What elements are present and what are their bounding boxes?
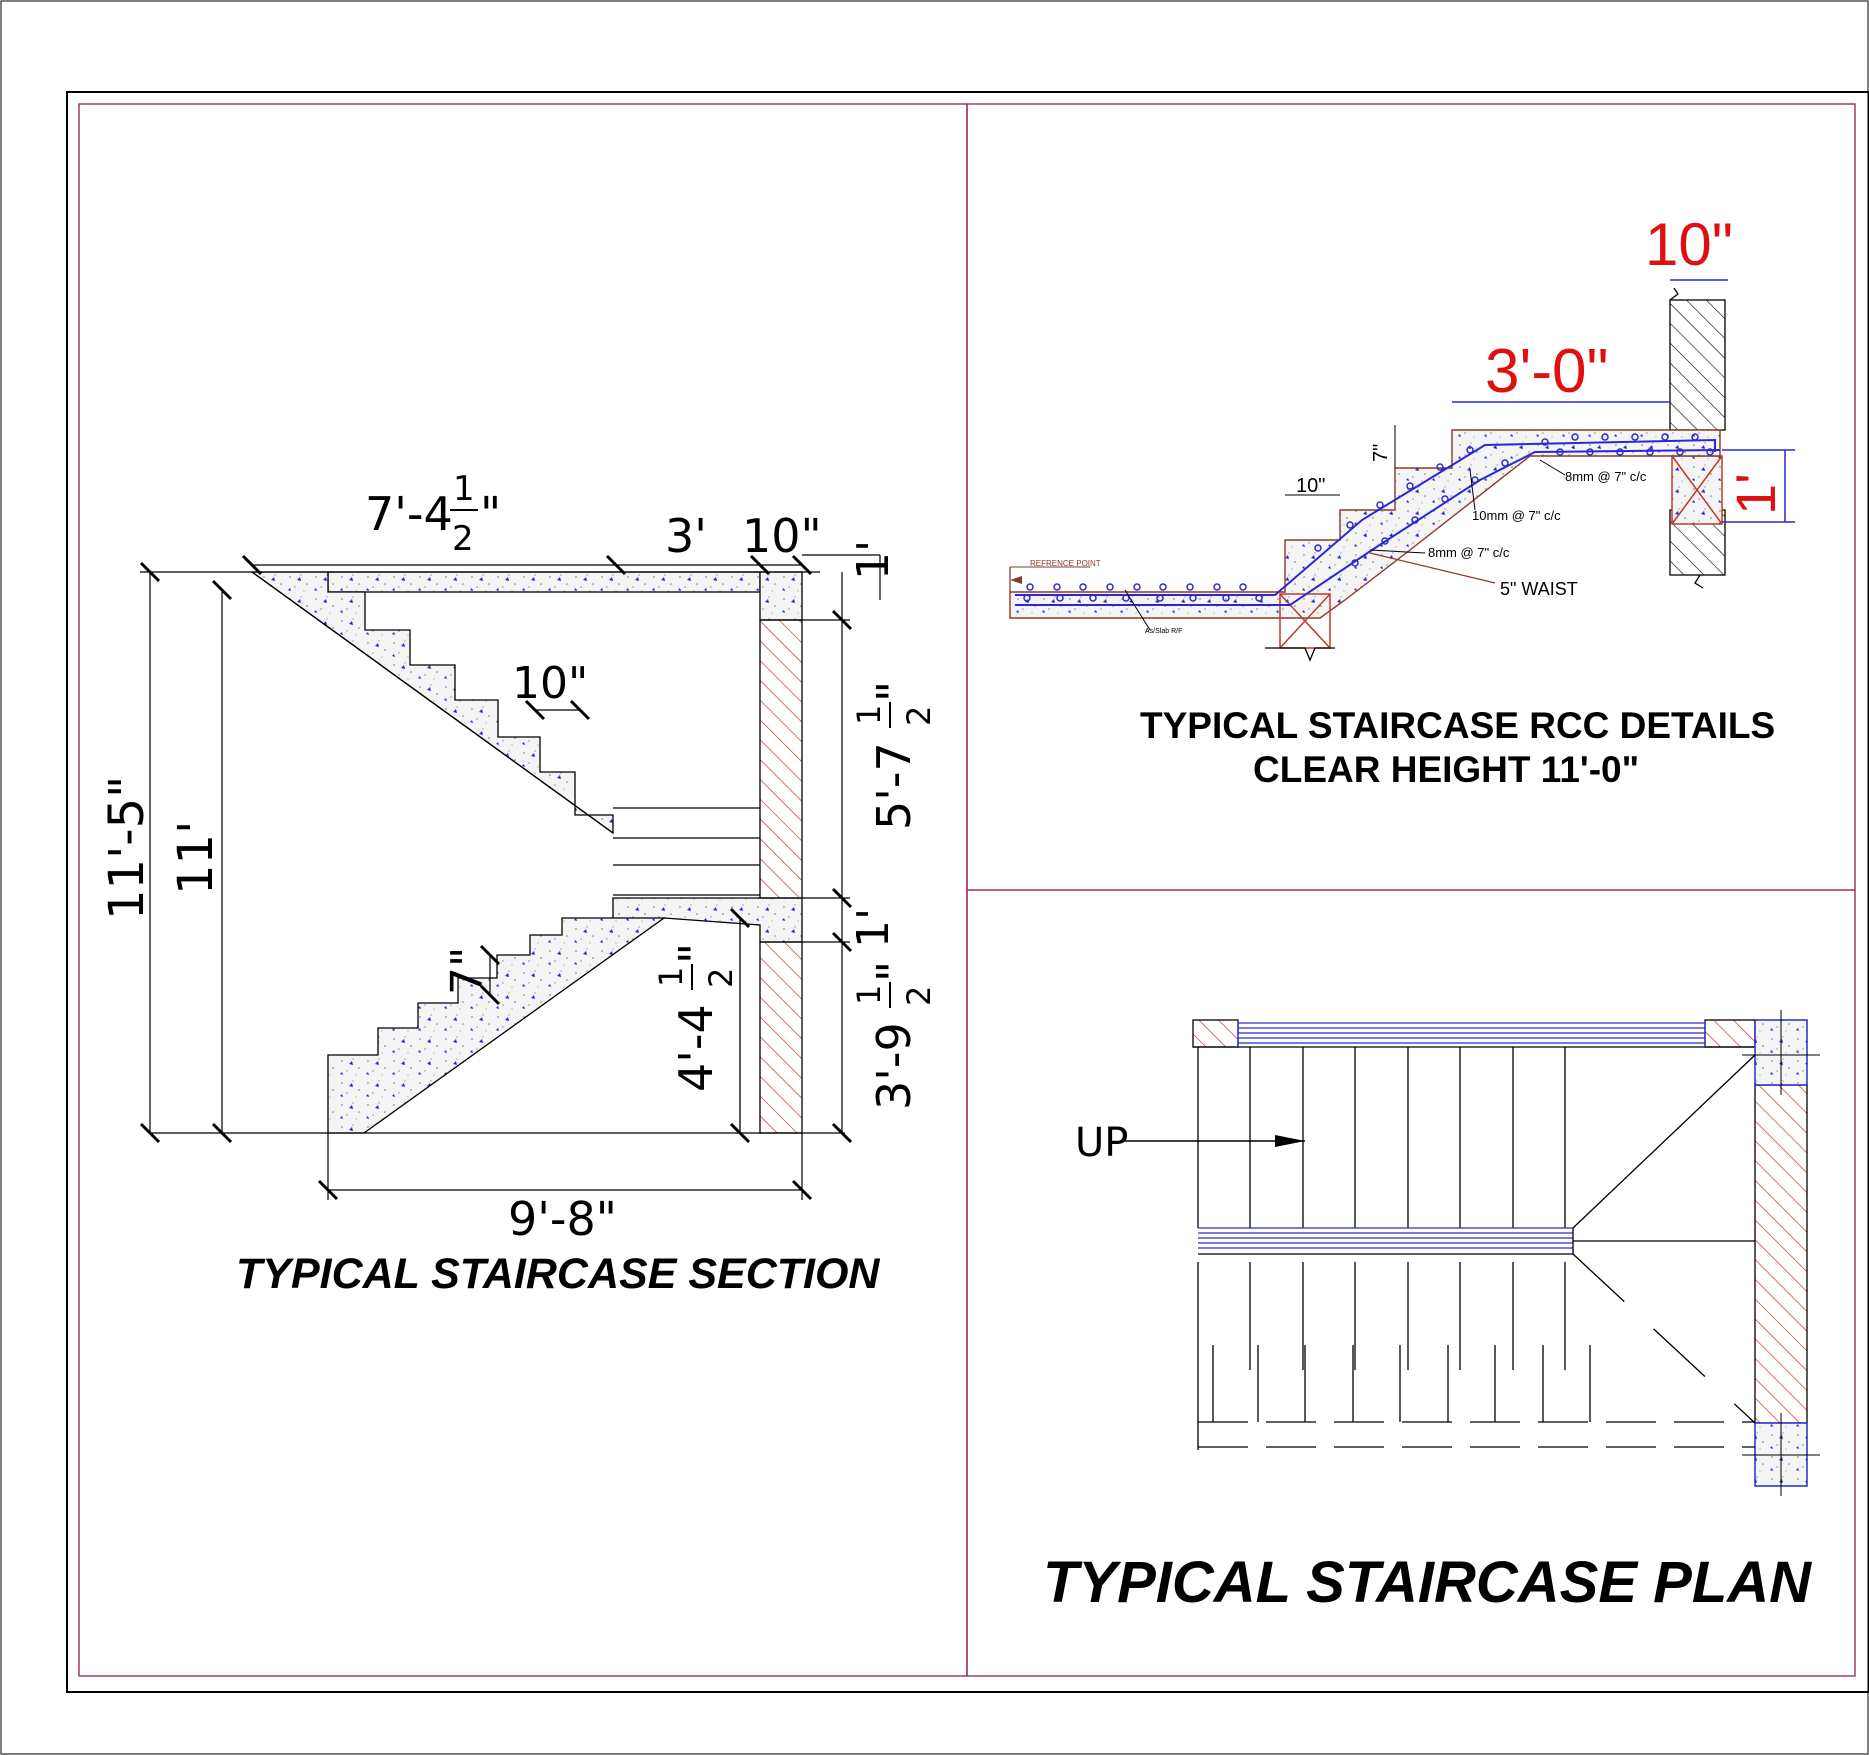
section-ticks [139, 554, 853, 1201]
svg-text:": " [669, 943, 723, 964]
svg-text:3'-9: 3'-9 [867, 1022, 921, 1110]
svg-text:1: 1 [850, 985, 888, 1005]
dim-riser: 7" [442, 947, 493, 995]
section-wall [759, 619, 803, 899]
plan-diagonals [1572, 1054, 1756, 1424]
dim-lower-flight: 4'-4 1 2 " [652, 943, 740, 1092]
plan-top-wall-left [1192, 1019, 1239, 1048]
dim-mid-slab: 1' [848, 908, 899, 948]
svg-text:2: 2 [702, 968, 740, 988]
plan-treads [1197, 1047, 1591, 1450]
section-title: TYPICAL STAIRCASE SECTION [236, 1250, 880, 1298]
plan-right-wall [1754, 1084, 1808, 1424]
svg-text:REFRENCE POINT: REFRENCE POINT [1030, 559, 1101, 568]
svg-text:7'-4: 7'-4 [365, 487, 453, 541]
svg-text:1: 1 [652, 967, 690, 987]
mid-landing [613, 807, 760, 896]
dim-base-width: 9'-8" [508, 1192, 617, 1246]
dim-lower-height: 3'-9 1 2 " [850, 961, 938, 1110]
rcc-small-dims [1285, 425, 1396, 496]
top-landing-slab [327, 571, 761, 593]
rcc-rebar-dots [1023, 433, 1714, 602]
plan-top-landing-lines [1237, 1020, 1706, 1047]
staircase-section: 7'-4 1 2 " 3' 10" 1' 11'-5" 11' 10" 7" 5… [99, 469, 938, 1298]
rcc-dim-landing-length: 3'-0" [1485, 337, 1608, 406]
dim-wall: 10" [742, 509, 822, 563]
rcc-dim-tread: 10" [1296, 475, 1325, 497]
waist-leader [1369, 552, 1496, 584]
dim-clear-height: 11' [168, 821, 224, 895]
svg-text:2: 2 [900, 706, 938, 726]
staircase-plan: UP TYPICAL STAIRCASE PLAN [1043, 1010, 1820, 1615]
rcc-details: REFRENCE POINT 8mm @ 7" c/c 10mm @ 7" c/… [1009, 211, 1795, 790]
svg-text:2: 2 [452, 519, 474, 559]
rcc-title-line1: TYPICAL STAIRCASE RCC DETAILS [1140, 705, 1775, 746]
dim-landing: 3' [665, 509, 707, 563]
rcc-wall-upper [1669, 299, 1726, 431]
top-beam [759, 571, 803, 621]
svg-text:4'-4: 4'-4 [669, 1004, 723, 1092]
svg-text:": " [480, 487, 501, 541]
svg-text:5'-7: 5'-7 [867, 742, 921, 830]
rcc-dim-riser: 7" [1370, 444, 1392, 462]
plan-title: TYPICAL STAIRCASE PLAN [1043, 1550, 1812, 1615]
svg-text:": " [867, 681, 921, 702]
rcc-title-line2: CLEAR HEIGHT 11'-0" [1253, 749, 1639, 790]
svg-text:1: 1 [453, 469, 475, 509]
rcc-dim-wall-thickness: 10" [1645, 211, 1733, 278]
rcc-rebar [1015, 438, 1721, 606]
rcc-leaders [1124, 459, 1566, 631]
dim-total-height: 11'-5" [99, 776, 155, 920]
svg-text:UP: UP [1075, 1120, 1128, 1166]
dim-tread: 10" [512, 658, 588, 709]
note-bottom-bar: 8mm @ 7" c/c [1428, 545, 1510, 560]
lower-flight [327, 917, 667, 1134]
dim-upper-height: 5'-7 1 2 " [850, 681, 938, 830]
rcc-red-dim-lines [1452, 279, 1795, 523]
plan-top-wall-right [1704, 1019, 1756, 1048]
svg-text:": " [867, 961, 921, 982]
section-wall-lower [759, 941, 803, 1134]
up-arrow: UP [1075, 1120, 1305, 1166]
plan-dashed-lines [1198, 1421, 1755, 1448]
dim-top-flight: 7'-4 1 2 " [365, 469, 501, 559]
note-slab-rf: As/Slab R/F [1145, 628, 1182, 635]
plan-mid-landing-lines [1198, 1227, 1573, 1249]
svg-text:2: 2 [900, 986, 938, 1006]
note-main-bar: 10mm @ 7" c/c [1472, 508, 1561, 523]
reference-point-marker: REFRENCE POINT [1009, 559, 1101, 592]
rcc-dim-slab-depth: 1' [1724, 473, 1787, 515]
svg-text:1: 1 [850, 705, 888, 725]
dim-top-slab: 1' [848, 540, 899, 580]
note-waist: 5" WAIST [1500, 579, 1578, 599]
rcc-stair-profile [1009, 429, 1721, 619]
note-top-bar: 8mm @ 7" c/c [1565, 469, 1647, 484]
